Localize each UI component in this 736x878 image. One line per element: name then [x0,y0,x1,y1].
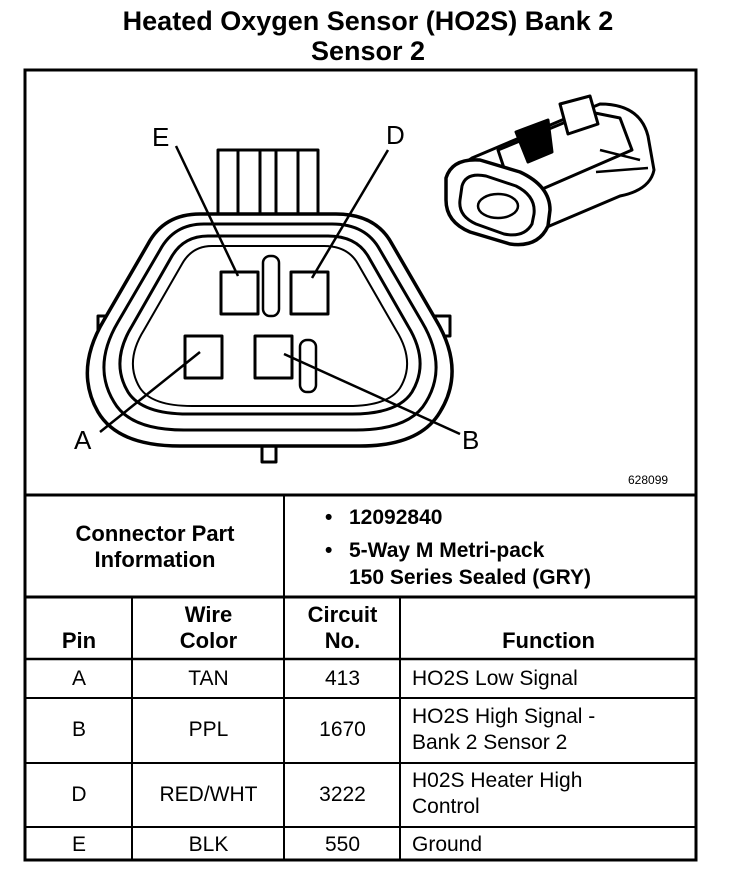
header-circuit-2: No. [324,628,361,653]
table-row-b-circuit: 1670 [319,718,366,741]
pin-label-b: B [462,425,480,455]
connector-description-1: 5-Way M Metri-pack [349,539,545,562]
header-wire-2: Color [179,628,238,653]
pin-label-d: D [386,120,405,150]
title-line-2: Sensor 2 [310,36,426,66]
connector-description-2: 150 Series Sealed (GRY) [349,566,592,589]
table-row-b-color: PPL [188,718,229,741]
bullet-1: • [325,506,333,529]
table-row-e-function: Ground [412,833,483,856]
table-row-d-circuit: 3222 [319,783,366,806]
cavity-d [289,270,330,316]
bullet-2: • [325,539,333,562]
title-line-1: Heated Oxygen Sensor (HO2S) Bank 2 [122,6,614,36]
pin-label-a: A [74,425,92,455]
pin-table-grid [25,597,696,860]
diagram-frame [23,68,698,862]
table-row-d-pin: D [71,783,87,806]
table-row-e-pin: E [71,833,86,856]
connector-face [85,145,461,464]
table-row-d-function-1: H02S Heater High [412,769,583,792]
leader-a [99,351,201,433]
header-circuit-1: Circuit [307,602,378,627]
table-row-d-color: RED/WHT [159,783,258,806]
table-row-e-color: BLK [188,833,229,856]
body-ring-2 [118,234,422,416]
figure-number: 628099 [628,473,669,487]
table-row-b-function-1: HO2S High Signal - [412,705,596,728]
header-function: Function [502,628,595,653]
table-row-b-function-2: Bank 2 Sensor 2 [412,731,568,754]
part-number: 12092840 [349,506,443,529]
body-ring-3 [131,245,409,407]
body-outer [85,212,454,448]
cavity-b [253,334,294,380]
body-ring-1 [102,222,438,432]
connector-info-label-1: Connector Part [75,521,235,546]
connector-info-label-2: Information [94,547,216,572]
mouth-core-3d [476,192,520,220]
table-row-d-function-2: Control [412,795,480,818]
table-row-a-circuit: 413 [324,667,361,690]
table-row-e-circuit: 550 [324,833,361,856]
leader-e [174,145,240,277]
cavity-e [219,270,260,316]
table-row-a-color: TAN [188,667,229,690]
connector-3d-view [444,94,656,247]
key-slot-top [261,254,281,318]
table-row-a-function: HO2S Low Signal [412,667,578,690]
header-wire-1: Wire [184,602,233,627]
header-pin: Pin [61,628,97,653]
leader-d [310,149,390,279]
leader-b [283,352,461,436]
table-row-b-pin: B [71,718,86,741]
cavity-a [183,334,224,380]
table-row-a-pin: A [71,667,86,690]
latch-3d [514,118,554,164]
pin-label-e: E [152,122,170,152]
lock-3d [558,94,600,136]
